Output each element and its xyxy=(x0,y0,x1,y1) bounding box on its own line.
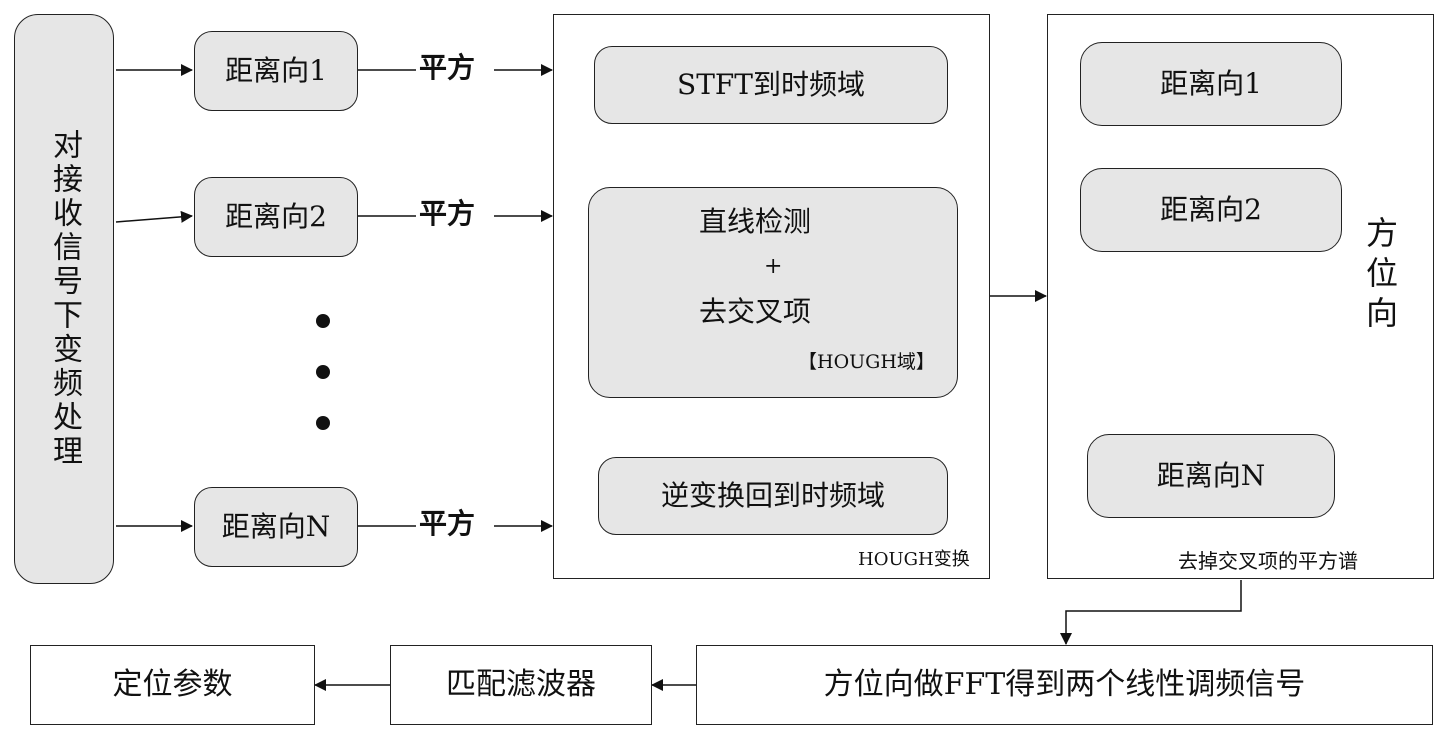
plus-label: + xyxy=(764,254,783,279)
range-bin-1: 距离向1 xyxy=(194,31,358,111)
range-bin-2: 距离向2 xyxy=(194,177,358,257)
square-label-1: 平方 xyxy=(419,51,476,84)
ellipsis-dot xyxy=(316,314,330,328)
ellipsis-dot xyxy=(316,365,330,379)
hough-domain-tag: 【HOUGH域】 xyxy=(798,351,935,373)
square-label-2: 平方 xyxy=(419,197,476,230)
location-params-box: 定位参数 xyxy=(30,645,315,725)
ellipsis-dot xyxy=(316,416,330,430)
inverse-transform-box: 逆变换回到时频域 xyxy=(598,457,948,535)
spectrum-bin-n: 距离向N xyxy=(1087,434,1335,518)
square-label-n: 平方 xyxy=(419,507,476,540)
downconversion-box: 对接收信号下变频处理 xyxy=(14,14,114,584)
azimuth-fft-box: 方位向做FFT得到两个线性调频信号 xyxy=(696,645,1433,725)
stft-box: STFT到时频域 xyxy=(594,46,948,124)
spectrum-bin-2: 距离向2 xyxy=(1080,168,1342,252)
range-bin-n: 距离向N xyxy=(194,487,358,567)
arrow-spectrum-fft xyxy=(1060,580,1242,645)
cross-term-removal-label: 去交叉项 xyxy=(699,295,812,328)
spectrum-bin-1: 距离向1 xyxy=(1080,42,1342,126)
matched-filter-box: 匹配滤波器 xyxy=(390,645,652,725)
azimuth-label: 方位向 xyxy=(1361,214,1399,338)
line-detection-box xyxy=(588,187,958,398)
arrow-to-range2 xyxy=(115,210,193,223)
line-detection-label: 直线检测 xyxy=(699,205,812,238)
spectrum-caption: 去掉交叉项的平方谱 xyxy=(1178,549,1358,573)
downconversion-label: 对接收信号下变频处理 xyxy=(47,129,82,469)
hough-caption: HOUGH变换 xyxy=(858,549,970,570)
